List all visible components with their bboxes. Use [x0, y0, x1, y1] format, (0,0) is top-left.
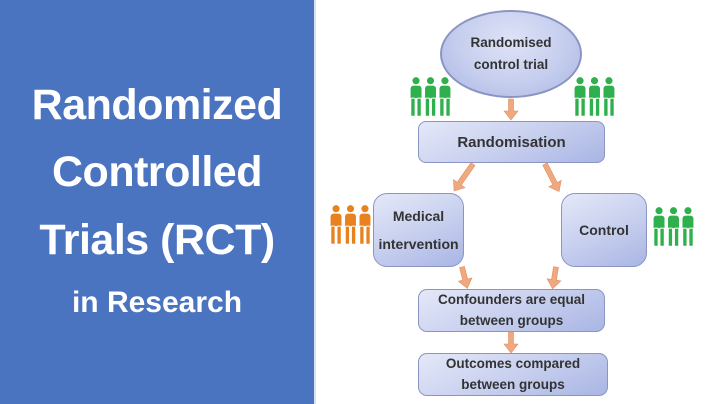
node-label-line: between groups	[461, 376, 565, 392]
participants-group-orange-intervention-icon	[329, 204, 372, 245]
node-medical-intervention: Medical intervention	[373, 193, 464, 267]
arrow-trial-to-randomisation-icon	[503, 98, 519, 121]
participants-group-green-top-left-icon	[409, 76, 452, 117]
node-randomisation: Randomisation	[418, 121, 605, 163]
subtitle: in Research	[71, 286, 243, 319]
title-line-2: Controlled	[52, 148, 262, 196]
node-outcomes-compared: Outcomes compared between groups	[418, 353, 608, 396]
node-label-line: Control	[579, 222, 629, 238]
node-label-line: Randomisation	[457, 133, 566, 151]
title-line-1: Randomized	[31, 81, 283, 129]
title-panel: Randomized Controlled Trials (RCT) in Re…	[0, 0, 316, 404]
arrow-randomisation-to-medical-icon	[453, 162, 476, 192]
node-label-line: intervention	[378, 236, 459, 252]
participants-group-green-control-icon	[652, 206, 695, 247]
node-label-line: Medical	[392, 208, 445, 224]
node-confounders-equal: Confounders are equal between groups	[418, 289, 605, 332]
title-line-3: Trials (RCT)	[39, 216, 275, 264]
node-randomised-control-trial: Randomised control trial	[440, 10, 582, 98]
arrow-control-to-confounders-icon	[546, 266, 562, 290]
node-control: Control	[561, 193, 647, 267]
node-label-line: Outcomes compared	[445, 355, 581, 371]
node-label-line: Confounders are equal	[437, 291, 586, 307]
node-label-line: control trial	[473, 57, 549, 72]
participants-group-green-top-right-icon	[573, 76, 616, 117]
node-label-line: Randomised	[470, 35, 552, 51]
arrow-randomisation-to-control-icon	[542, 162, 562, 193]
arrow-confounders-to-outcomes-icon	[503, 331, 519, 354]
node-label-line: between groups	[459, 312, 564, 328]
arrow-medical-to-confounders-icon	[457, 266, 473, 289]
